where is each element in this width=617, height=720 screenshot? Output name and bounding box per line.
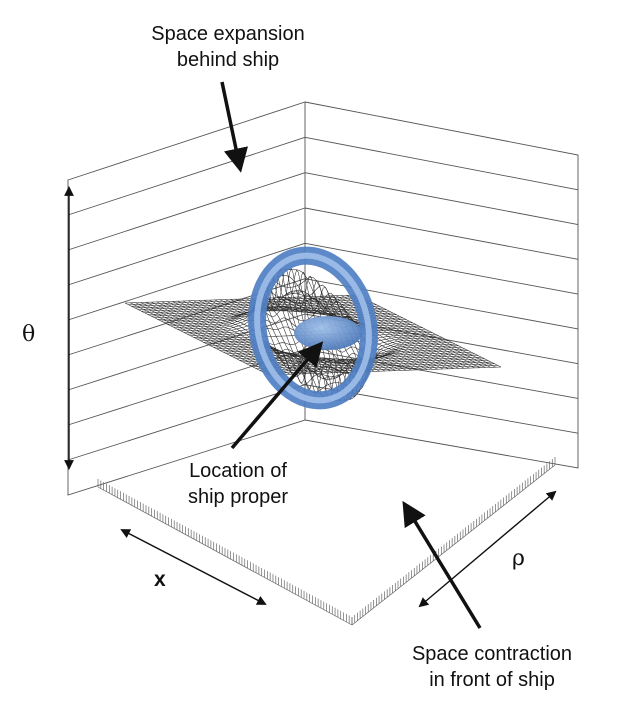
ship-body xyxy=(294,316,362,350)
location-arrow xyxy=(230,341,324,450)
expansion-label: Space expansion behind ship xyxy=(151,23,305,71)
floor-base xyxy=(97,457,556,626)
ship-ring xyxy=(248,246,378,410)
expansion-arrow xyxy=(220,81,248,173)
right-wall-gridlines xyxy=(304,136,579,434)
contraction-label: Space contraction in front of ship xyxy=(411,643,573,691)
rho-axis-label: ρ xyxy=(512,546,525,571)
x-axis-arrow xyxy=(120,529,267,605)
right-wall-outline xyxy=(304,101,579,469)
theta-axis-label: θ xyxy=(22,322,36,347)
contraction-arrow xyxy=(402,500,482,629)
location-label: Location of ship proper xyxy=(187,460,289,508)
x-axis-label: x xyxy=(154,568,166,591)
back-walls xyxy=(67,101,579,496)
left-wall-gridlines xyxy=(67,136,306,461)
rho-axis-arrow xyxy=(418,490,557,608)
